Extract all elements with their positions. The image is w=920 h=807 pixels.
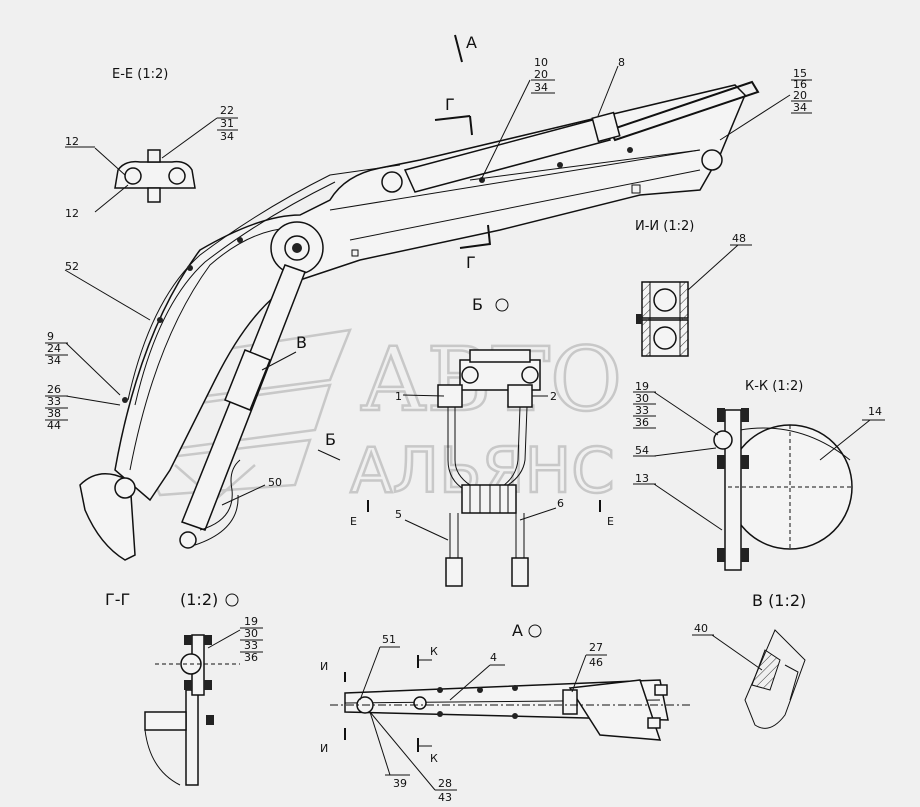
callout-2: 2 — [550, 390, 557, 403]
callout-10: 10 — [534, 56, 548, 69]
callout-30a: 30 — [635, 392, 649, 405]
mark-k1: К — [430, 645, 438, 658]
callout-43: 43 — [438, 791, 452, 804]
view-gg-scale: (1:2) — [180, 590, 218, 609]
boom-top-line — [329, 149, 701, 211]
callout-33: 33 — [47, 395, 61, 408]
view-gg-title: Г-Г — [105, 590, 130, 609]
view-a-rotate-icon — [528, 624, 542, 638]
callout-33b: 33 — [635, 404, 649, 417]
gg-plate — [185, 689, 199, 786]
callout-12a: 12 — [65, 135, 79, 148]
callout-20: 20 — [534, 68, 548, 81]
callout-46: 46 — [589, 656, 603, 669]
mark-i1: И — [320, 660, 328, 673]
boom-body — [114, 84, 746, 502]
callout-15: 15 — [793, 67, 807, 80]
mark-i2: И — [320, 742, 328, 755]
view-kk: К-К (1:2) 14 19 30 33 36 54 13 — [633, 379, 885, 571]
view-ee: Е-Е (1:2) 12 12 22 31 34 — [65, 67, 238, 220]
callout-4: 4 — [490, 651, 497, 664]
cylinder-pin — [381, 171, 403, 193]
mark-g2: Г — [466, 253, 476, 272]
callout-36b: 36 — [244, 651, 258, 664]
callout-16: 16 — [793, 78, 807, 91]
callout-34d: 34 — [47, 354, 61, 367]
lower-cylinder-gland — [224, 349, 271, 411]
mark-e1: Е — [350, 515, 357, 528]
callout-5: 5 — [395, 508, 402, 521]
view-v: В (1:2) 40 — [692, 591, 806, 729]
view-gg: Г-Г (1:2) 19 30 33 36 — [105, 590, 263, 786]
callout-38: 38 — [47, 407, 61, 420]
callout-44: 44 — [47, 419, 61, 432]
view-ii: И-И (1:2) 48 — [635, 219, 752, 357]
view-b: Б 1 2 5 6 Е Е — [350, 295, 614, 587]
hose-line-2 — [134, 181, 336, 406]
view-gg-rotate-icon — [225, 593, 239, 607]
callout-8: 8 — [618, 56, 625, 69]
view-kk-title: К-К (1:2) — [745, 379, 803, 394]
callout-28: 28 — [438, 777, 452, 790]
callout-39: 39 — [393, 777, 407, 790]
view-b-title: Б — [472, 295, 483, 314]
callout-40: 40 — [694, 622, 708, 635]
callout-34c: 34 — [220, 130, 234, 143]
callout-1: 1 — [395, 390, 402, 403]
callout-31: 31 — [220, 117, 234, 130]
view-a-title: А — [512, 621, 523, 640]
mark-b: Б — [325, 430, 336, 449]
boom-mid-line — [349, 169, 701, 241]
kk-bracket — [724, 409, 742, 571]
callout-33c: 33 — [244, 639, 258, 652]
v-detail — [744, 629, 806, 729]
main-section-marks: А Г Г В Б — [261, 33, 491, 461]
mark-a-top: А — [466, 33, 477, 52]
boom-inner-line — [129, 227, 291, 471]
main-callouts: 10 20 34 8 15 16 20 34 52 9 24 34 26 33 … — [45, 56, 812, 506]
callout-51: 51 — [382, 633, 396, 646]
callout-19b: 19 — [244, 615, 258, 628]
callout-9: 9 — [47, 330, 54, 343]
callout-54: 54 — [635, 444, 649, 457]
callout-24: 24 — [47, 342, 61, 355]
mark-v: В — [296, 333, 307, 352]
mark-g1: Г — [445, 95, 455, 114]
callout-26: 26 — [47, 383, 61, 396]
b-lower-block — [461, 484, 517, 514]
callout-52: 52 — [65, 260, 79, 273]
view-ii-title: И-И (1:2) — [635, 219, 694, 234]
callout-30b: 30 — [244, 627, 258, 640]
callout-20b: 20 — [793, 89, 807, 102]
view-v-title: В (1:2) — [752, 591, 806, 610]
callout-13: 13 — [635, 472, 649, 485]
callout-50: 50 — [268, 476, 282, 489]
callout-27: 27 — [589, 641, 603, 654]
hose-line-1 — [127, 164, 401, 401]
lower-cylinder-pin — [179, 531, 197, 549]
callout-12b: 12 — [65, 207, 79, 220]
boom-end-pin — [701, 149, 723, 171]
hose-line-3 — [199, 459, 241, 531]
cylinder-gland — [591, 111, 621, 143]
callout-19a: 19 — [635, 380, 649, 393]
arm-pin — [114, 477, 136, 499]
view-b-rotate-icon — [495, 298, 509, 312]
callout-36a: 36 — [635, 416, 649, 429]
boom-assembly — [79, 80, 760, 561]
view-ee-title: Е-Е (1:2) — [112, 67, 168, 82]
callout-6: 6 — [557, 497, 564, 510]
callout-34b: 34 — [793, 101, 807, 114]
callout-48: 48 — [732, 232, 746, 245]
mark-e2: Е — [607, 515, 614, 528]
mark-k2: К — [430, 752, 438, 765]
callout-22: 22 — [220, 104, 234, 117]
view-a: А И И К К 51 4 27 — [320, 621, 690, 804]
callout-14: 14 — [868, 405, 882, 418]
callout-34: 34 — [534, 81, 548, 94]
upper-cylinder — [403, 117, 612, 193]
